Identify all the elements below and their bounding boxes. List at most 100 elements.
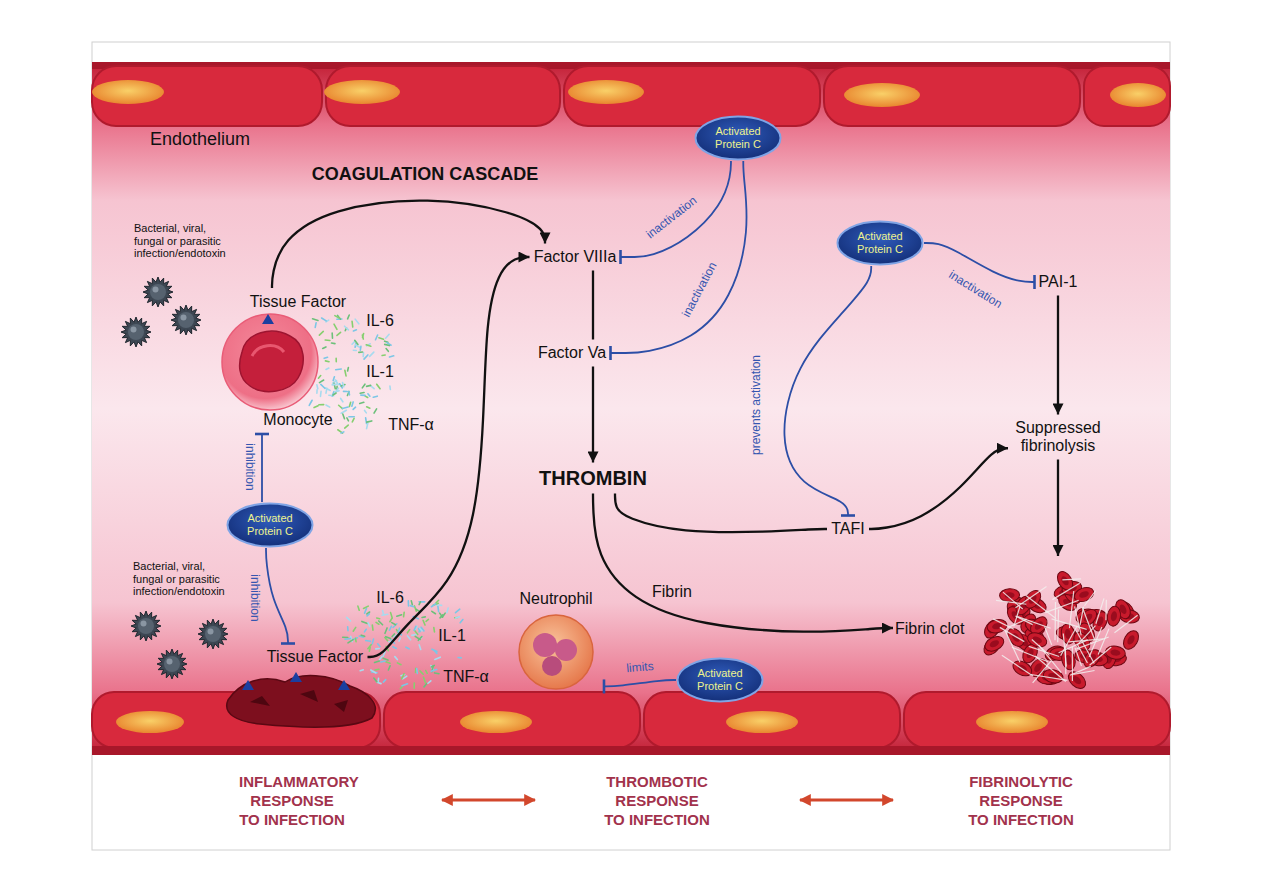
cytokine-dot [386, 334, 389, 338]
inhibition-line [924, 243, 1035, 282]
cell-nucleus [568, 80, 644, 104]
cytokine-dot [385, 628, 387, 633]
cytokine-dot [335, 391, 339, 392]
node-text: PAI-1 [1039, 273, 1078, 291]
cytokine-dot [326, 368, 329, 369]
red-blood-cell [1110, 611, 1117, 622]
cytokine-dot [390, 619, 392, 622]
cytokine-dot [383, 658, 388, 660]
cytokine-dot [366, 640, 371, 642]
cytokine-dot [414, 626, 416, 630]
cytokine-dot [392, 623, 396, 625]
inhibition-line [611, 161, 747, 353]
fibrin-strand [1114, 615, 1137, 633]
cytokine-dot [316, 385, 319, 389]
fibrin-strand [1032, 640, 1050, 656]
cytokine-dot [375, 661, 380, 663]
virus-particle [157, 649, 187, 679]
endothelial-cell [384, 692, 640, 748]
monocyte-illustration [222, 314, 318, 410]
cytokine-dot [434, 651, 436, 654]
cytokine-dot [422, 616, 425, 618]
red-blood-cell [989, 639, 1001, 649]
fibrin-strand [1018, 617, 1051, 629]
fibrin-strand [1000, 627, 1024, 641]
cytokine-dot [331, 333, 333, 338]
factor-node: Factor Va [534, 340, 611, 367]
clot-illustration [981, 569, 1142, 692]
fibrin-clot: Fibrin clot [893, 556, 1151, 702]
cytokine-dot [377, 617, 380, 619]
cytokine-dot [388, 666, 390, 670]
cytokine-dot [372, 639, 373, 644]
fibrin-strand [1003, 592, 1023, 609]
cytokine-dot [319, 331, 323, 335]
cytokine-dot [309, 400, 312, 405]
cytokine-dot [376, 335, 378, 340]
cell-nucleus [92, 80, 164, 104]
inhibition-line [621, 161, 731, 257]
cytokine-dot [426, 619, 428, 621]
red-blood-cell [1120, 628, 1141, 652]
fibrin-strand [1057, 609, 1059, 642]
cytokine-dot [335, 358, 337, 362]
inhibition-line [784, 266, 871, 516]
red-blood-cell [1126, 634, 1136, 646]
cell-nucleus [976, 711, 1048, 733]
virus-particle [128, 324, 144, 340]
cytokine-dot [364, 355, 368, 359]
cytokine-label: TNF-α [443, 668, 489, 686]
fibrin-strand [1026, 596, 1056, 619]
cytokine-dot [368, 623, 370, 627]
cytokine-dot [359, 351, 363, 353]
virus-particles [121, 277, 228, 679]
cell-nucleus [460, 711, 532, 733]
cytokine-dot [316, 390, 318, 393]
fibrin-strand [1085, 591, 1096, 606]
cytokine-dot [355, 340, 358, 344]
cytokine-dot [333, 393, 336, 395]
cytokine-dot [321, 384, 325, 388]
cytokine-dot [314, 406, 318, 408]
node-text: Factor VIIIa [534, 248, 617, 266]
cytokine-dot [431, 665, 434, 667]
cytokine-dot [362, 621, 367, 623]
tissue-factor-node: Tissue Factor [263, 644, 368, 671]
picture-frame [92, 42, 1170, 850]
pathway-arrow [592, 367, 594, 463]
red-blood-cell [992, 622, 1003, 630]
node-text: Factor Va [538, 344, 606, 362]
cytokine-dot [410, 606, 413, 607]
cytokine-dot [319, 404, 324, 406]
cytokine-dot [347, 627, 349, 631]
cytokine-dot [382, 611, 385, 615]
cytokine-dot [319, 380, 323, 383]
cytokine-dot [389, 626, 391, 630]
fibrin-strand [1078, 626, 1095, 644]
cytokine-dot [373, 396, 377, 397]
cytokine-dot [360, 669, 363, 672]
red-blood-cell [1054, 569, 1075, 593]
footer-heading: INFLAMMATORY RESPONSE TO INFECTION [239, 773, 345, 829]
monocyte-nucleus [252, 346, 284, 356]
cytokine-dot [402, 684, 407, 686]
cytokine-dot [343, 382, 344, 386]
cytokine-dot [364, 606, 369, 608]
cytokine-dot [456, 609, 460, 613]
cytokine-label: IL-6 [366, 312, 394, 330]
protein-c-ellipse: Activated Protein C [836, 220, 924, 266]
node-text: Tissue Factor [267, 648, 363, 666]
cytokine-dot [349, 402, 350, 406]
fibrin-strand [1052, 583, 1079, 599]
fibrin-strand [1052, 619, 1087, 629]
virus-particle [141, 621, 147, 627]
cytokine-dot [375, 668, 379, 670]
node-text: Activated Protein C [847, 230, 913, 255]
cytokine-dot [343, 391, 347, 393]
cytokine-dot [372, 625, 374, 630]
cytokine-dot [389, 386, 391, 389]
cytokine-dot [395, 657, 398, 660]
cytokine-dot [360, 346, 362, 350]
cytokine-dot [320, 391, 322, 396]
red-blood-cell [1010, 632, 1021, 644]
